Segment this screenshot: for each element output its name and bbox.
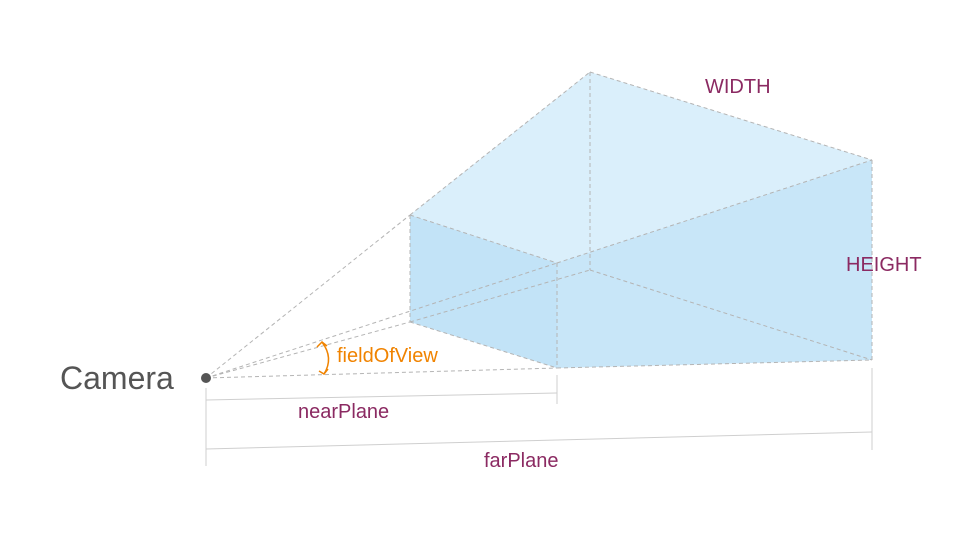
camera-ray	[205, 367, 558, 379]
camera-label: Camera	[60, 360, 174, 396]
far-plane-label: farPlane	[484, 450, 559, 472]
frustum-edge	[556, 159, 873, 264]
hidden-edge	[409, 269, 591, 323]
camera-rays	[205, 214, 558, 379]
near-plane-line	[205, 392, 558, 401]
height-label: HEIGHT	[846, 254, 922, 276]
camera-point	[201, 373, 211, 383]
frustum-edge	[409, 321, 558, 369]
frustum-edge	[556, 359, 873, 369]
frustum-top-face	[410, 72, 872, 263]
field-of-view-label: fieldOfView	[337, 345, 438, 367]
dimension-lines	[205, 368, 873, 466]
hidden-edge	[589, 269, 873, 361]
width-label: WIDTH	[705, 76, 771, 98]
frustum-edge	[409, 71, 591, 216]
frustum-edge	[589, 71, 873, 161]
camera-ray	[205, 262, 558, 379]
near-plane-label: nearPlane	[298, 401, 389, 423]
camera-ray	[205, 214, 411, 379]
frustum-near-face	[410, 215, 557, 368]
frustum	[409, 71, 873, 369]
far-plane-line	[205, 431, 873, 450]
camera-ray	[205, 321, 411, 379]
fov-arrowhead-top	[316, 340, 328, 348]
fov-arrowhead-bottom	[318, 368, 329, 375]
frustum-front-face	[557, 160, 872, 368]
frustum-edge	[409, 214, 558, 264]
